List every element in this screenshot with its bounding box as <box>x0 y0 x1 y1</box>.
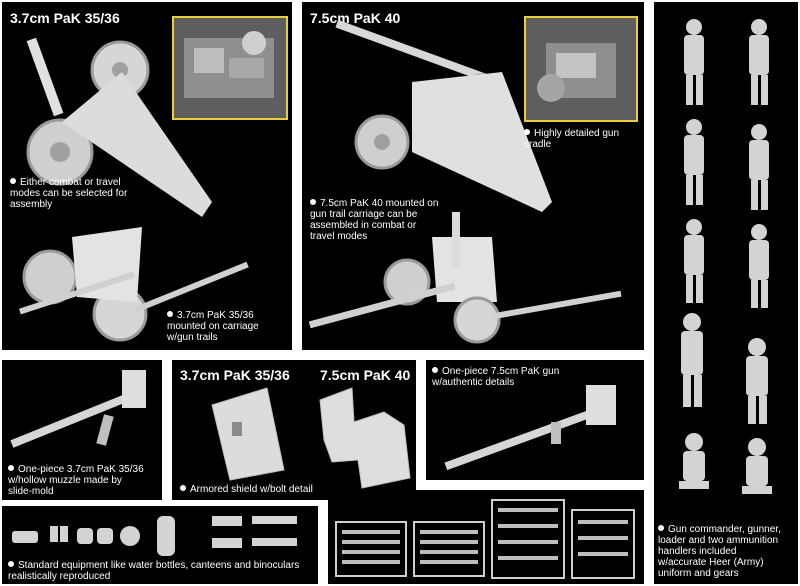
caption-pak40-cradle: Highly detailed gun cradle <box>524 128 620 150</box>
panel-barrel40: One-piece 7.5cm PaK gun w/authentic deta… <box>426 360 644 480</box>
inset-pak40-cradle <box>524 16 638 122</box>
bullet <box>658 525 664 531</box>
panel-equipment: Standard equipment like water bottles, c… <box>2 506 318 584</box>
equipment-illustration <box>12 516 297 556</box>
inset-pak40-illustration <box>537 43 616 102</box>
caption-shields: Armored shield w/bolt detail <box>180 484 313 495</box>
shields-illustration <box>211 387 411 489</box>
panel-shields: 3.7cm PaK 35/36 7.5cm PaK 40 Armored shi… <box>172 360 416 500</box>
panel-title-pak40: 7.5cm PaK 40 <box>310 10 401 26</box>
panel-pak40: 7.5cm PaK 40 Highly detailed gun cradle … <box>302 2 644 350</box>
bullet <box>8 561 14 567</box>
caption-barrel40: One-piece 7.5cm PaK gun w/authentic deta… <box>432 366 560 388</box>
pak36-gun-illustration <box>19 37 249 342</box>
pak40-gun-illustration <box>308 19 622 344</box>
caption-equipment: Standard equipment like water bottles, c… <box>8 560 300 582</box>
caption-barrel36: One-piece 3.7cm PaK 35/36 w/hollow muzzl… <box>8 464 144 497</box>
barrel36-illustration <box>10 370 146 448</box>
caption-pak36-carriage: 3.7cm PaK 35/36 mounted on carriage w/gu… <box>167 310 259 343</box>
panel-figures: Gun commander, gunner, loader and two am… <box>654 2 798 584</box>
panel-pak36: 3.7cm PaK 35/36 Either combat or travel … <box>2 2 292 350</box>
panel-title-pak36: 3.7cm PaK 35/36 <box>10 10 120 26</box>
sprues-illustration <box>335 499 635 579</box>
shield-title-pak36: 3.7cm PaK 35/36 <box>180 367 290 383</box>
caption-pak36-modes: Either combat or travel modes can be sel… <box>10 177 128 210</box>
panel-sprues <box>328 490 644 584</box>
bullet <box>524 129 530 135</box>
bullet <box>167 311 173 317</box>
bullet <box>432 367 438 373</box>
inset-pak36-illustration <box>184 31 274 98</box>
bullet <box>180 485 186 491</box>
shield-title-pak40: 7.5cm PaK 40 <box>320 367 411 383</box>
bullet <box>310 199 316 205</box>
bullet <box>10 178 16 184</box>
caption-figures: Gun commander, gunner, loader and two am… <box>658 524 781 579</box>
bullet <box>8 465 14 471</box>
caption-pak40-carriage: 7.5cm PaK 40 mounted on gun trail carria… <box>310 198 439 242</box>
barrel40-illustration <box>444 385 616 471</box>
inset-pak36-detail <box>172 16 288 120</box>
figures-illustration <box>679 19 772 494</box>
panel-barrel36: One-piece 3.7cm PaK 35/36 w/hollow muzzl… <box>2 360 162 500</box>
